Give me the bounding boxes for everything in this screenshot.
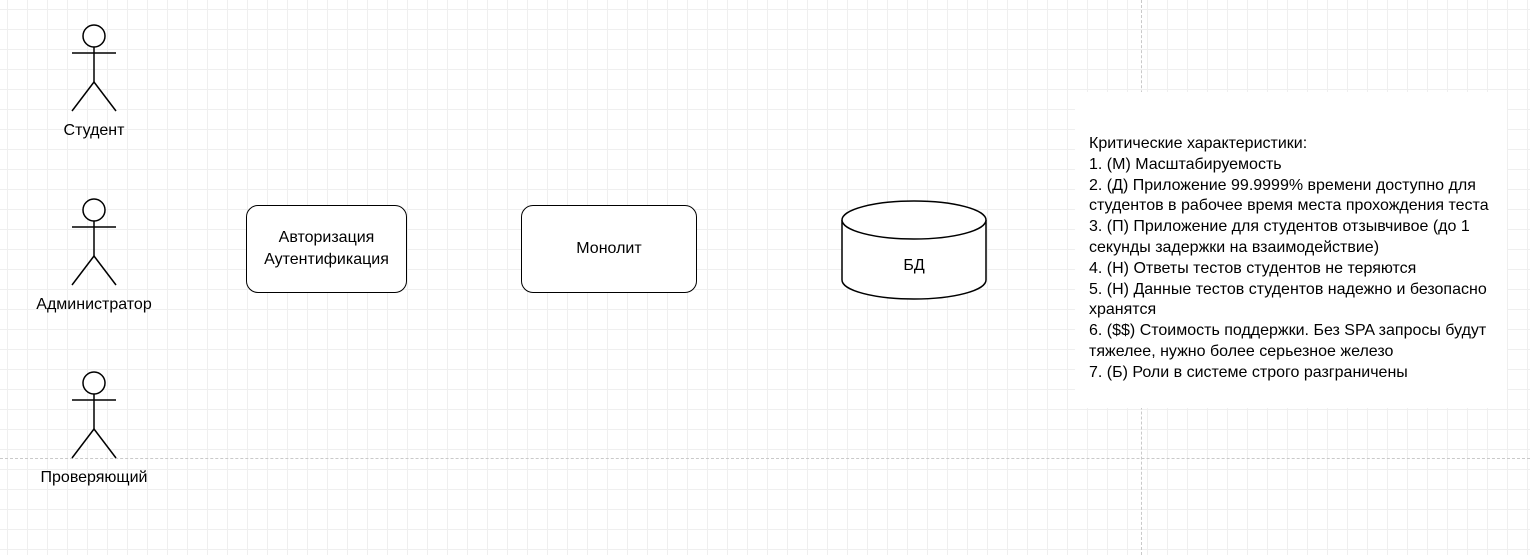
requirements-title: Критические характеристики: [1089,135,1308,152]
page-break-horizontal [0,458,1530,459]
requirement-item: 6. ($$) Стоимость поддержки. Без SPA зап… [1089,322,1487,360]
stick-figure-icon [71,24,117,112]
auth-service-box[interactable]: Авторизация Аутентификация [246,205,407,293]
actor-label: Проверяющий [40,469,148,486]
stick-figure-icon [71,371,117,459]
actor-admin[interactable]: Администратор [19,197,169,315]
requirement-item: 3. (П) Приложение для студентов отзывчив… [1089,218,1470,256]
requirement-item: 4. (Н) Ответы тестов студентов не теряют… [1089,259,1417,277]
actor-label: Студент [63,122,125,139]
database-icon [841,200,987,300]
requirement-item: 2. (Д) Приложение 99.9999% времени досту… [1089,176,1489,215]
monolith-box-label: Монолит [576,240,642,257]
actor-student[interactable]: Студент [19,23,169,141]
auth-box-line2: Аутентификация [264,251,389,268]
database-label: БД [903,257,925,274]
requirement-item: 1. (М) Масштабируемость [1089,155,1282,173]
requirement-item: 7. (Б) Роли в системе строго разграничен… [1089,363,1408,381]
monolith-box[interactable]: Монолит [521,205,697,293]
database-cylinder[interactable]: БД [840,198,988,302]
actor-reviewer[interactable]: Проверяющий [19,370,169,488]
requirements-note[interactable]: Критические характеристики: 1. (М) Масшт… [1075,92,1507,408]
stick-figure-icon [71,198,117,286]
requirement-item: 5. (Н) Данные тестов студентов надежно и… [1089,280,1487,319]
auth-box-line1: Авторизация [278,229,375,246]
actor-label: Администратор [36,296,152,313]
